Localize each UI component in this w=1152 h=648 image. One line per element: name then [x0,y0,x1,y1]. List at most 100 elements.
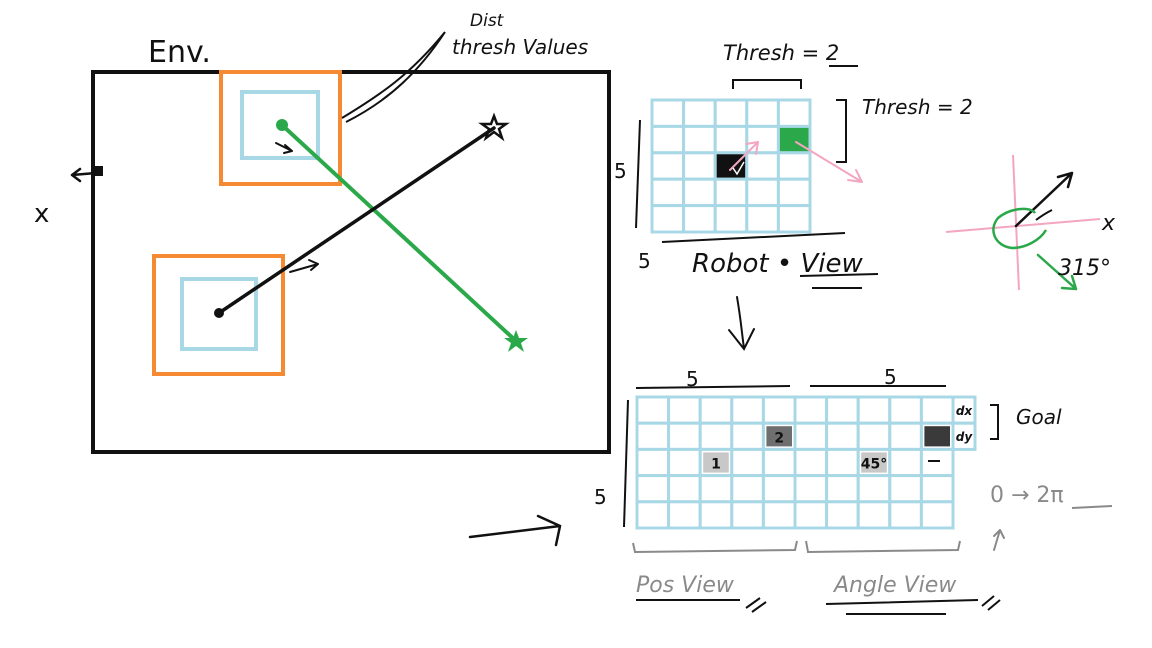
angle-y-axis [1012,154,1020,291]
combined-grid-cell [888,421,923,451]
robot-cell-goal [776,124,812,155]
annotation-pointer [341,31,446,123]
range-label: 0 → 2π [990,483,1064,508]
robot-view-side-label: Thresh = 2 [862,95,973,119]
combined-grid-cell [888,395,923,425]
angle-x-axis [945,218,1101,233]
combined-grid-cell [698,395,734,425]
combined-grid-cell [856,395,892,425]
robot-grid-cell [682,204,717,234]
range-underline [1071,505,1113,509]
combined-grid-cell [919,395,955,425]
angle-heading-arrow [1014,171,1074,228]
robot-view-top-bracket [732,79,802,89]
combined-grid-cell [919,474,955,504]
robot-grid-cell [745,151,780,181]
combined-grid-cell [761,500,797,530]
green-heading-arrow [275,142,293,154]
robot-view-right-bracket [836,99,847,163]
angle-diagram: x 315° [945,154,1116,291]
combined-grid-cell [635,500,671,530]
combined-grid-cell [825,421,860,451]
angle-cell-45-label: 45° [861,457,887,473]
angle-size-label: 5 [884,365,897,389]
robot-grid-cell [650,124,686,155]
robot-to-goal-arrow [729,141,759,171]
goal-cell-dy-label: dy [956,430,974,444]
env-panel: Env. x Dist thresh Values [34,11,611,454]
angle-cell-45 [861,452,887,473]
combined-grid-cell [730,474,765,504]
robot-grid-cell [682,98,717,128]
combined-grid-cell [667,447,702,478]
robot-grid-cell [650,204,686,234]
robot-to-combined-arrow [728,296,755,351]
combined-grid-cell [698,474,734,504]
bottom-outer-threshold [152,254,285,376]
annotation-dist: Dist [470,11,505,31]
combined-grid-cell [635,447,671,478]
goal-bracket [990,404,999,440]
pos-size-bracket [635,385,791,389]
robot-view-grid [650,98,863,234]
combined-grid-cell [856,500,892,530]
combined-grid-cell [825,447,860,478]
pos-view-bracket [632,540,798,554]
robot-marker-tick [732,161,745,176]
pos-cell-1 [703,452,729,473]
angle-small-arc [1035,209,1053,221]
bottom-inner-threshold [180,277,258,351]
env-title: Env. [148,35,211,70]
heading-out-arrow [795,141,863,183]
combined-grid-cell [919,500,955,530]
combined-grid-cell [825,395,860,425]
robot-grid-cell [776,204,812,234]
robot-view-left-size: 5 [614,159,627,183]
robot-view-left-bracket [635,119,641,229]
combined-grid-cell [825,474,860,504]
robot-grid-cell [776,98,812,128]
combined-grid-cell [793,474,829,504]
pos-view-label: Pos View [636,573,735,598]
robot-grid-cell [776,151,812,181]
combined-grid-cell [793,447,829,478]
black-path [217,126,496,315]
robot-grid-cell [650,98,686,128]
pos-size-label: 5 [686,367,699,391]
combined-grid-cell [667,474,702,504]
robot-grid-cell [650,151,686,181]
pos-cell-2-label: 2 [774,430,784,446]
env-border [91,70,611,454]
combined-grid-cell [919,447,955,478]
annotation-thresh-values: thresh Values [452,35,588,59]
combined-grid-cell [888,500,923,530]
robot-grid-cell [682,124,717,155]
combined-grid-cell [698,500,734,530]
combined-grid-cell [667,421,702,451]
combined-grid-cell [761,447,797,478]
combined-grid-cell [698,421,734,451]
top-outer-threshold [219,70,342,186]
robot-view-title: Robot • View [692,249,863,279]
angle-sweep-arc [992,207,1048,250]
combined-grid-cell [730,500,765,530]
robot-grid-cell [745,204,780,234]
combined-grid-cell [761,395,797,425]
goal-cell-dx-label: dx [956,404,974,418]
black-heading-arrow [289,259,319,273]
robot-grid-cell [713,177,749,208]
pos-cell-2 [766,426,792,447]
combined-grid-cell [761,474,797,504]
goal-label: Goal [1016,405,1062,429]
robot-view-title-underline-1 [799,273,879,277]
combined-grid-cell [793,395,829,425]
env-x-arrow [70,167,98,183]
green-path [280,123,518,343]
green-goal-star [504,330,528,352]
combined-left-size: 5 [594,485,607,509]
robot-grid-cell [745,98,780,128]
robot-view-top-label: Thresh = 2 [723,41,839,65]
robot-grid-cell [682,177,717,208]
combined-grid-cell [888,447,923,478]
